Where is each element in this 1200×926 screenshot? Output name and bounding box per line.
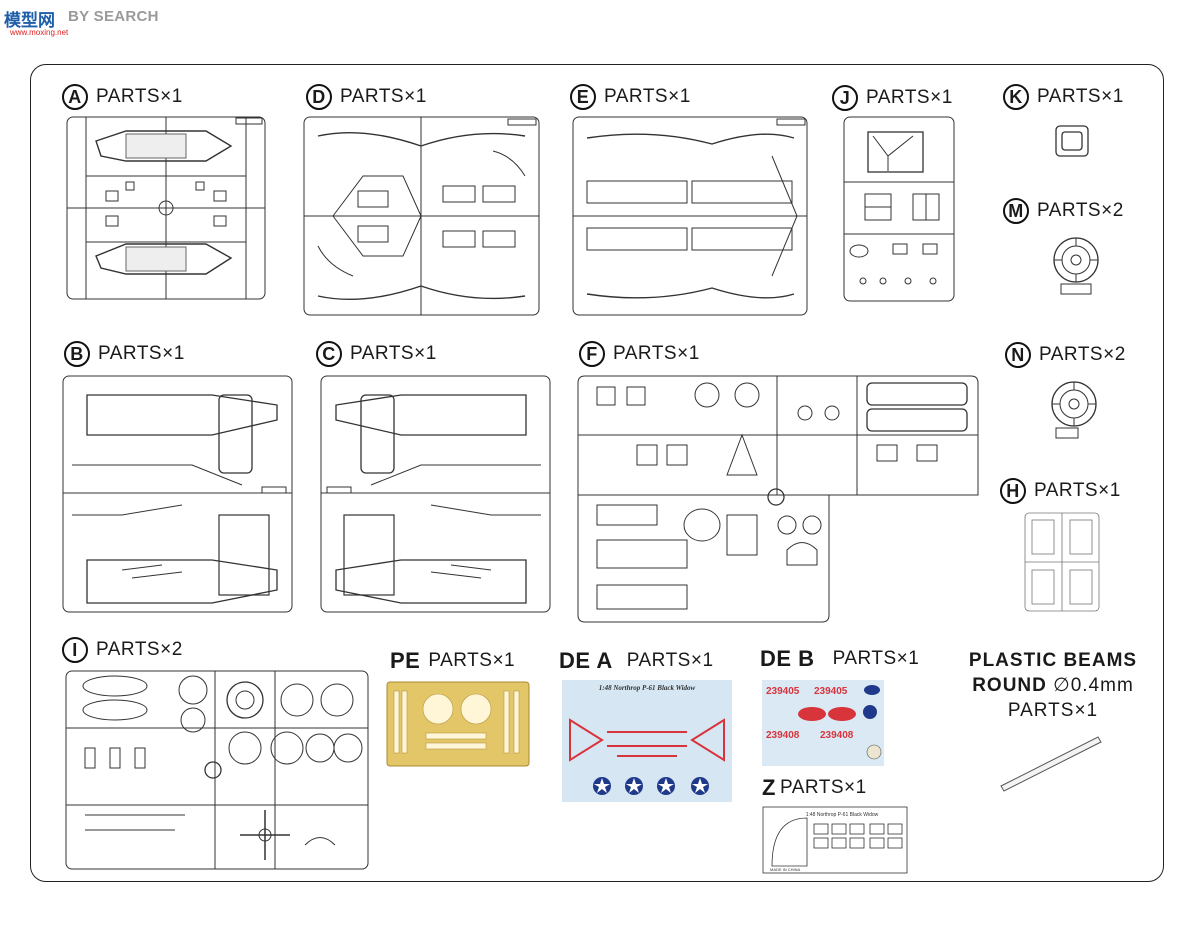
sprue-n [1048, 378, 1100, 440]
label-a: A PARTS×1 [62, 84, 183, 110]
label-z: Z PARTS×1 [762, 775, 867, 801]
sprue-e [572, 116, 808, 316]
label-f: F PARTS×1 [579, 341, 700, 367]
badge-b: B [64, 341, 90, 367]
label-c-text: PARTS×1 [350, 343, 437, 364]
plastic-line2a: ROUND [972, 675, 1047, 696]
label-de-a-text: PARTS×1 [626, 650, 714, 671]
label-de-b-text: PARTS×1 [832, 648, 920, 669]
label-c: C PARTS×1 [316, 341, 437, 367]
label-j-text: PARTS×1 [866, 87, 953, 108]
decal-b-serial1a: 239405 [766, 686, 800, 697]
decal-a-title: 1:48 Northrop P-61 Black Widow [599, 684, 696, 692]
decal-sheet-a: 1:48 Northrop P-61 Black Widow [562, 680, 732, 802]
sprue-a [66, 116, 266, 300]
sprue-k [1054, 122, 1090, 160]
mask-z-footer: MADE IN CHINA [770, 867, 801, 872]
badge-h: H [1000, 478, 1026, 504]
label-pe: PE PARTS×1 [390, 648, 515, 674]
label-k-text: PARTS×1 [1037, 86, 1124, 107]
label-j: J PARTS×1 [832, 85, 953, 111]
badge-a: A [62, 84, 88, 110]
sprue-b [62, 375, 293, 613]
label-e: E PARTS×1 [570, 84, 691, 110]
z-id: Z [762, 775, 776, 800]
sprue-j [843, 116, 955, 302]
label-h-text: PARTS×1 [1034, 480, 1121, 501]
plastic-line2b: ∅0.4mm [1053, 675, 1134, 696]
sprue-m [1051, 234, 1101, 296]
badge-m: M [1003, 198, 1029, 224]
badge-k: K [1003, 84, 1029, 110]
badge-n: N [1005, 342, 1031, 368]
pe-id: PE [390, 648, 421, 673]
label-n-text: PARTS×2 [1039, 344, 1126, 365]
sprue-f [577, 375, 979, 623]
label-f-text: PARTS×1 [613, 343, 700, 364]
plastic-beams-label: PLASTIC BEAMS ROUND ∅0.4mm PARTS×1 [948, 648, 1158, 723]
decal-sheet-b: 239405 239405 239408 239408 [762, 680, 884, 766]
de-a-id: DE A [559, 648, 613, 673]
logo-glyphs: 模型网 [4, 11, 55, 31]
sprue-d [303, 116, 540, 316]
label-a-text: PARTS×1 [96, 86, 183, 107]
label-m-text: PARTS×2 [1037, 200, 1124, 221]
decal-b-serial1b: 239405 [814, 686, 848, 697]
decal-b-serial2a: 239408 [766, 730, 800, 741]
badge-j: J [832, 85, 858, 111]
pe-fret [386, 681, 530, 767]
label-d-text: PARTS×1 [340, 86, 427, 107]
watermark-logo: 模型网 BY SEARCH www.moxing.net [4, 4, 164, 37]
sprue-i [65, 670, 369, 870]
de-b-id: DE B [760, 646, 815, 671]
label-b-text: PARTS×1 [98, 343, 185, 364]
badge-d: D [306, 84, 332, 110]
label-b: B PARTS×1 [64, 341, 185, 367]
label-de-a: DE A PARTS×1 [559, 648, 714, 674]
badge-c: C [316, 341, 342, 367]
logo-url: www.moxing.net [10, 28, 69, 37]
label-h: H PARTS×1 [1000, 478, 1121, 504]
decal-b-serial2b: 239408 [820, 730, 854, 741]
badge-i: I [62, 637, 88, 663]
plastic-line1: PLASTIC BEAMS [968, 650, 1138, 671]
label-i: I PARTS×2 [62, 637, 183, 663]
parts-frame [30, 64, 1164, 882]
label-d: D PARTS×1 [306, 84, 427, 110]
label-de-b: DE B PARTS×1 [760, 646, 919, 672]
label-i-text: PARTS×2 [96, 639, 183, 660]
badge-e: E [570, 84, 596, 110]
label-z-text: PARTS×1 [779, 777, 867, 798]
label-n: N PARTS×2 [1005, 342, 1126, 368]
logo-word: BY SEARCH [68, 8, 159, 25]
sprue-c [320, 375, 551, 613]
sprue-h [1024, 512, 1100, 612]
mask-z-title: 1:48 Northrop P-61 Black Widow [806, 812, 879, 818]
label-pe-text: PARTS×1 [428, 650, 516, 671]
plastic-beam [998, 734, 1104, 794]
plastic-line3: PARTS×1 [1007, 700, 1099, 721]
label-k: K PARTS×1 [1003, 84, 1124, 110]
badge-f: F [579, 341, 605, 367]
mask-sheet-z: 1:48 Northrop P-61 Black Widow MADE IN C… [762, 806, 908, 874]
label-e-text: PARTS×1 [604, 86, 691, 107]
label-m: M PARTS×2 [1003, 198, 1124, 224]
